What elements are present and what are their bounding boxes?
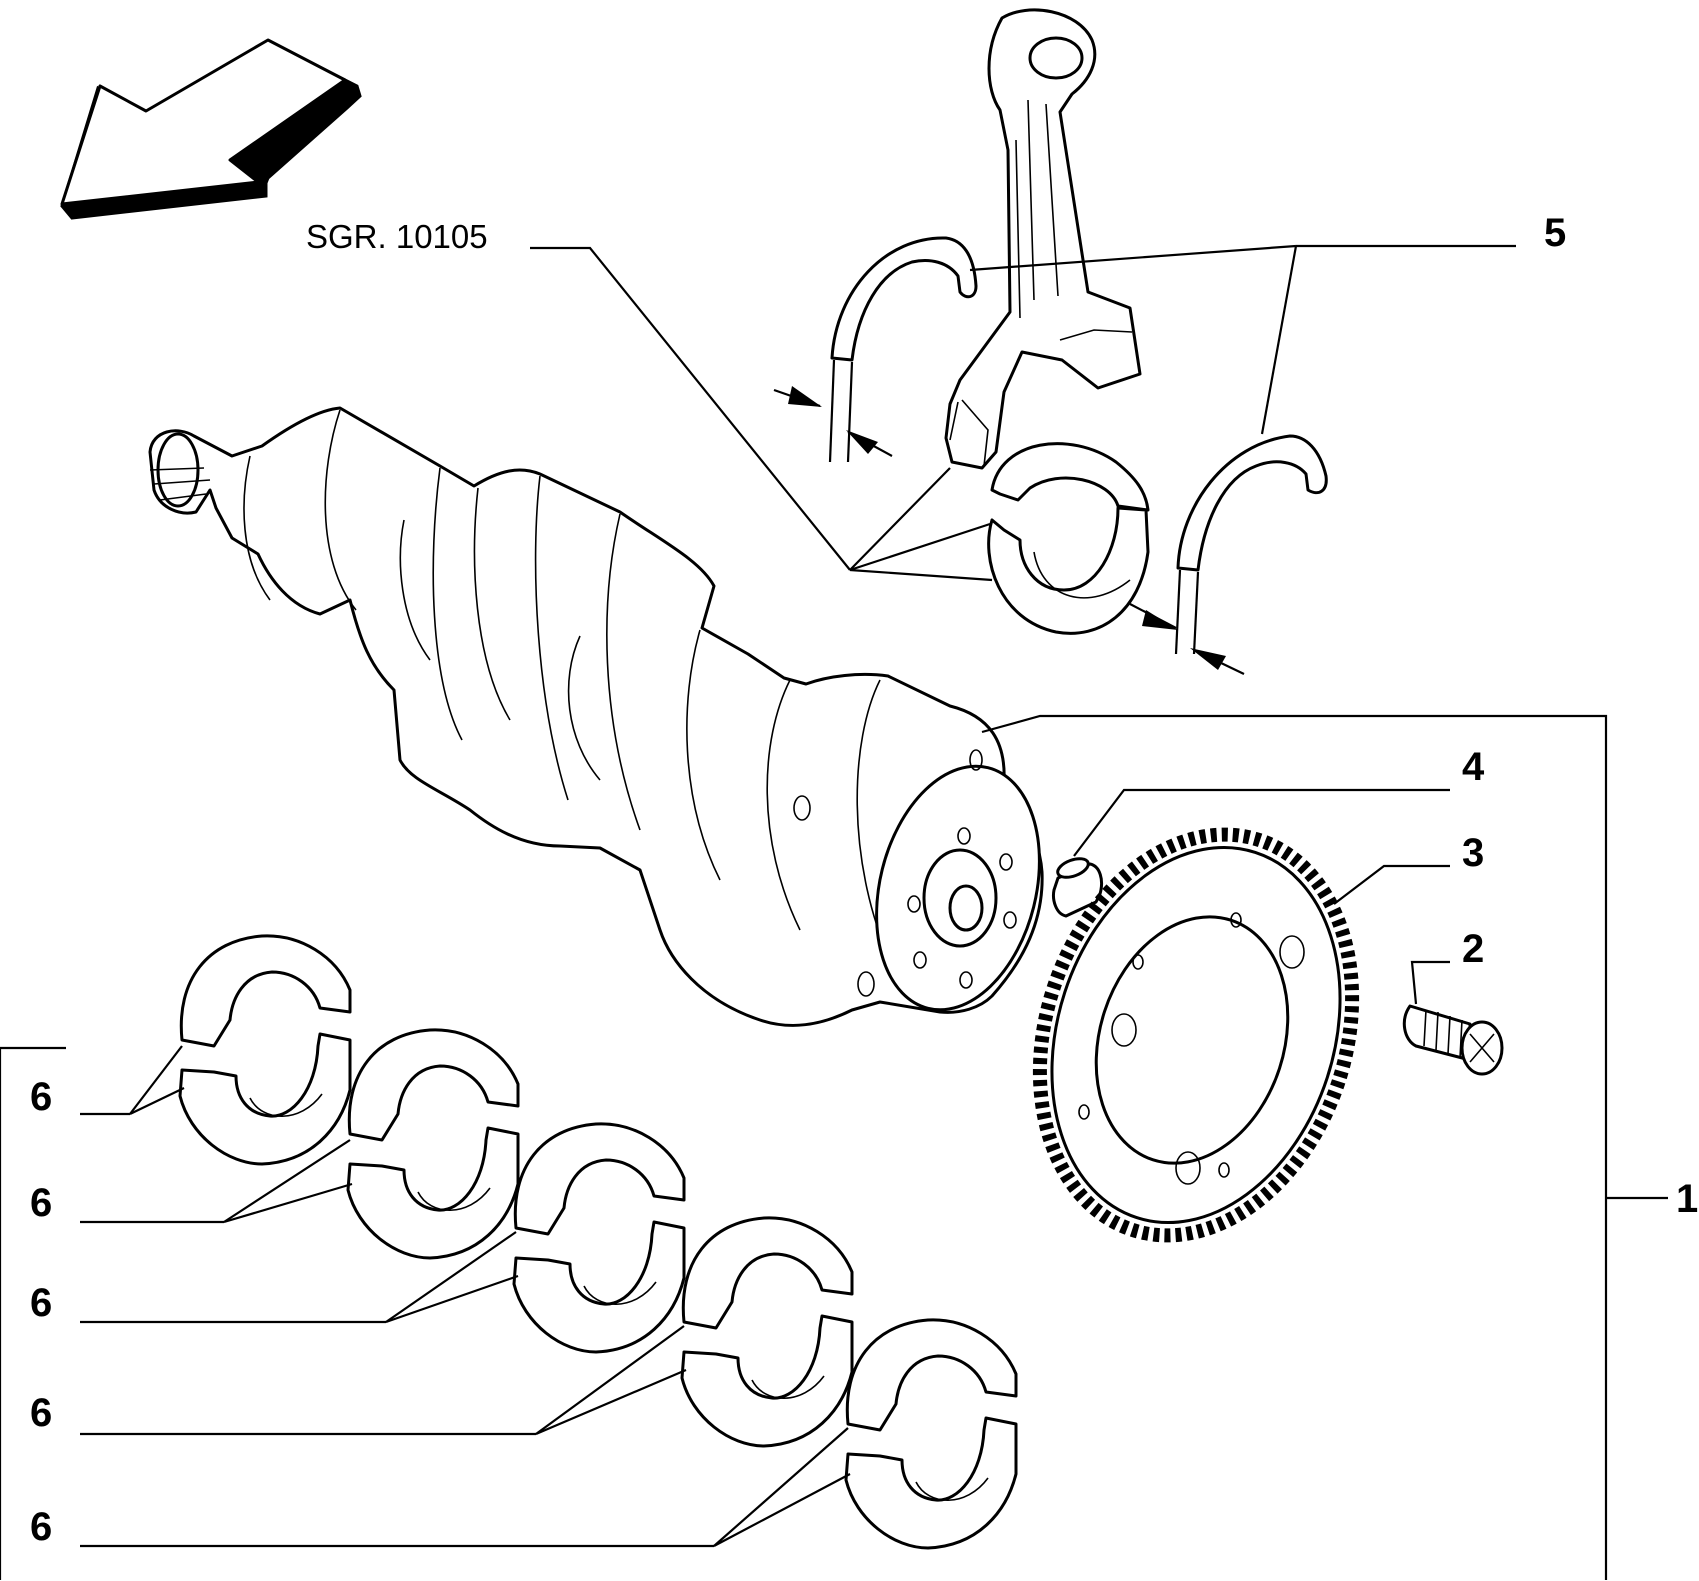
timing-gear: [1032, 827, 1360, 1243]
main-bearing-shell: [680, 1216, 854, 1448]
sgr-reference-label: SGR. 10105: [306, 218, 488, 255]
direction-arrow-icon: [60, 38, 362, 220]
main-bearing-shell: [346, 1028, 520, 1260]
callout-6: 6: [30, 1281, 52, 1325]
connecting-rod-bearing: [987, 442, 1150, 635]
main-bearing-shell: [512, 1122, 686, 1354]
crankshaft: [148, 406, 1044, 1027]
callout-2: 2: [1462, 927, 1484, 971]
main-bearing-shell: [844, 1318, 1018, 1550]
callout-3: 3: [1462, 831, 1484, 875]
callout-6: 6: [30, 1181, 52, 1225]
main-bearing-set: [178, 934, 1018, 1550]
callout-1: 1: [1676, 1177, 1698, 1221]
callout-6: 6: [30, 1391, 52, 1435]
leader-lines: [0, 244, 1668, 1580]
main-bearing-shell: [178, 934, 352, 1166]
dowel-pin: [1052, 857, 1104, 918]
callout-6: 6: [30, 1505, 52, 1549]
thrust-washer-lower: [1174, 434, 1328, 655]
connecting-rod: [944, 8, 1142, 470]
thrust-washer-upper: [828, 236, 978, 463]
gear-bolt: [1402, 1004, 1504, 1076]
thickness-arrows-lower: [1129, 603, 1245, 675]
thickness-arrows-upper: [773, 386, 893, 457]
callout-5: 5: [1544, 211, 1566, 255]
callout-4: 4: [1462, 745, 1485, 789]
callout-6: 6: [30, 1075, 52, 1119]
